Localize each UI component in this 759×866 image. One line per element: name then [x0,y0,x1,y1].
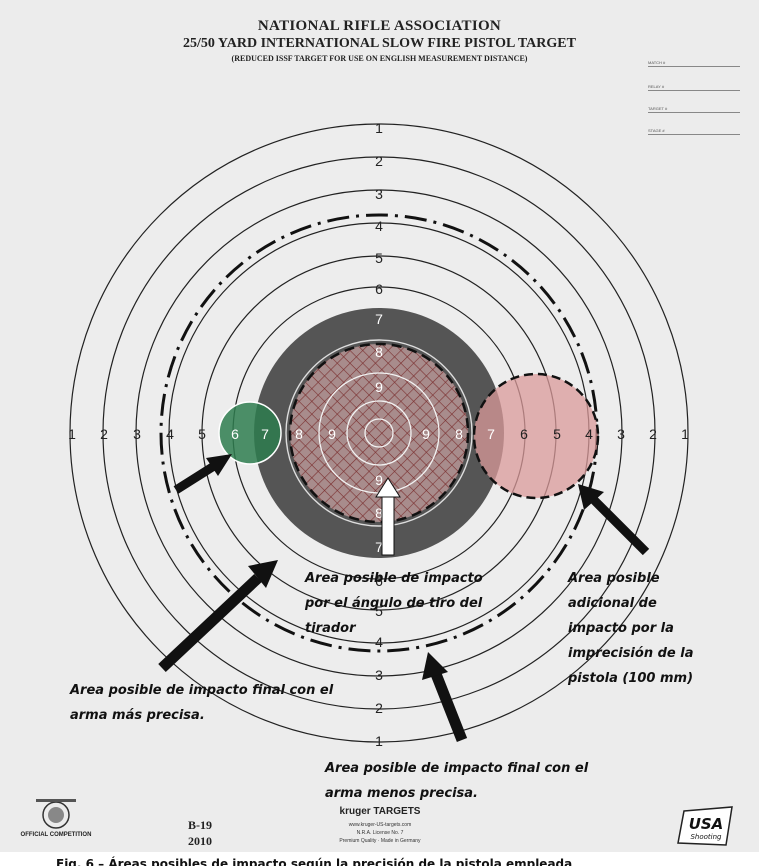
arrow-to-pink [578,484,650,556]
score-left-3: 3 [133,426,141,442]
center-hatch-area [288,342,470,524]
target-code: B-19 [188,818,212,832]
score-right-3: 3 [617,426,625,442]
score-right-5: 5 [553,426,561,442]
score-top-5: 5 [375,250,383,266]
score-bottom-5: 5 [375,603,383,619]
score-left-5: 5 [198,426,206,442]
green-area [218,401,282,465]
score-left-1: 1 [68,426,76,442]
score-top-2: 2 [375,153,383,169]
brand-quality: Premium Quality · Made in Germany [339,838,421,844]
score-right-7: 7 [487,426,495,442]
score-right-1: 1 [681,426,689,442]
header-note: (REDUCED ISSF TARGET FOR USE ON ENGLISH … [231,54,528,63]
inner-ten [364,418,394,448]
annotation-center: Area posible de impacto por el ángulo de… [305,571,483,636]
annotation-right: Area posible adicional de impacto por la… [568,571,694,686]
score-top-3: 3 [375,186,383,202]
score-top-4: 4 [375,218,383,234]
stage-field: STAGE # [648,128,740,135]
score-left-7: 7 [261,426,269,442]
score-right-2: 2 [649,426,657,442]
score-top-8: 8 [375,344,383,360]
score-right-9: 9 [422,426,430,442]
svg-text:USA: USA [689,815,724,833]
score-right-6: 6 [520,426,528,442]
brand-license: N.R.A. License No. 7 [356,830,404,836]
svg-text:Shooting: Shooting [690,833,722,841]
target-year: 2010 [188,834,212,848]
figure-caption: Fig. 6 – Áreas posibles de impacto según… [0,852,759,866]
pink-area [472,372,600,500]
score-right-4: 4 [585,426,593,442]
header-title: NATIONAL RIFLE ASSOCIATION [257,18,502,34]
score-bottom-9: 9 [375,472,383,488]
score-bottom-4: 4 [375,634,383,650]
score-bottom-7: 7 [375,539,383,555]
score-left-9: 9 [328,426,336,442]
ring-10 [346,400,412,466]
score-left-4: 4 [166,426,174,442]
score-bottom-6: 6 [375,573,383,589]
score-bottom-2: 2 [375,700,383,716]
score-left-2: 2 [100,426,108,442]
arrow-to-dash-dot [422,652,468,743]
annotation-bottom: Area posible de impacto final con el arm… [325,761,589,801]
score-bottom-8: 8 [375,505,383,521]
score-top-6: 6 [375,281,383,297]
score-top-9: 9 [375,379,383,395]
header-subtitle: 25/50 YARD INTERNATIONAL SLOW FIRE PISTO… [183,36,576,51]
score-top-1: 1 [375,120,383,136]
relay-field: RELAY # [648,84,740,91]
usa-shooting-logo-icon: USA Shooting [677,806,733,846]
arrow-to-inner-ring [158,560,278,673]
score-top-7: 7 [375,311,383,327]
brand-url: www.kruger-US-targets.com [348,822,412,828]
score-right-8: 8 [455,426,463,442]
match-field: MATCH # [648,60,740,67]
arrow-to-green [173,454,232,494]
annotation-left: Area posible de impacto final con el arm… [70,683,334,723]
score-bottom-1: 1 [375,733,383,749]
seal-label: OFFICIAL COMPETITION [20,832,92,838]
arrow-center-up [375,477,401,556]
score-left-6: 6 [231,426,239,442]
score-bottom-3: 3 [375,667,383,683]
official-seal-icon [36,799,76,829]
target-field: TARGET # [648,106,740,113]
ring-8 [285,339,473,527]
brand-name: kruger TARGETS [339,806,421,817]
score-left-8: 8 [295,426,303,442]
